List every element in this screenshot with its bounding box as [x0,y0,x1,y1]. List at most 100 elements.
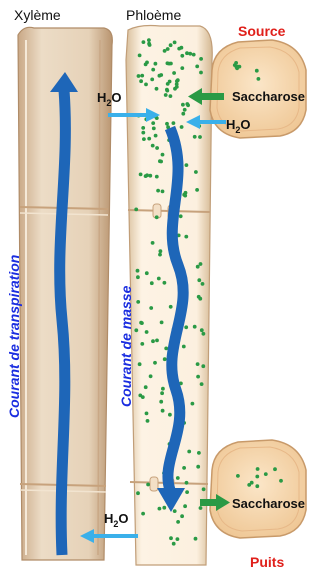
sucrose-dot [185,51,189,55]
sucrose-dot [273,467,277,471]
sucrose-dot [198,135,202,139]
sucrose-dot [161,409,165,413]
sucrose-dot [184,235,188,239]
sucrose-dot [138,362,142,366]
sucrose-dot [169,305,173,309]
sucrose-dot [195,65,199,69]
sucrose-dot [188,52,192,56]
sucrose-dot [264,472,268,476]
sucrose-dot [151,339,155,343]
sucrose-dot [180,66,184,70]
sucrose-dot [138,54,142,58]
sucrose-dot [151,121,155,125]
sucrose-dot [162,506,166,510]
water-label-sink: H2O [104,511,129,529]
sucrose-dot [155,215,159,219]
xylem-label: Xylème [14,7,61,23]
sucrose-dot [181,112,185,116]
sucrose-dot [134,208,138,212]
sucrose-dot [147,42,151,46]
sucrose-dot [194,170,198,174]
sucrose-dot [163,49,167,53]
source-label: Source [238,23,286,39]
sucrose-source-label: Saccharose [232,89,305,104]
sucrose-dot [151,241,155,245]
sucrose-dot [136,275,140,279]
sucrose-dot [182,466,186,470]
sucrose-dot [172,542,176,546]
sucrose-dot [255,69,259,73]
sucrose-dot [144,83,148,87]
sucrose-dot [236,474,240,478]
sucrose-dot [180,54,184,58]
sucrose-dot [140,74,144,78]
sucrose-dot [149,374,153,378]
sucrose-dot [175,85,179,89]
sucrose-dot [146,419,150,423]
sucrose-dot [197,451,201,455]
mass-flow-label: Courant de masse [118,285,134,407]
sucrose-dot [202,487,206,491]
sucrose-dot [180,514,184,518]
sucrose-dot [168,80,172,84]
sucrose-dot [193,325,197,329]
sucrose-dot [176,78,180,82]
sucrose-dot [150,78,154,82]
sucrose-dot [165,88,169,92]
sucrose-dot [161,190,165,194]
sucrose-dot [140,342,144,346]
sucrose-dot [154,134,158,138]
sucrose-dot [179,214,183,218]
sucrose-dot [155,339,159,343]
sucrose-dot [148,174,152,178]
sucrose-dot [169,94,173,98]
sucrose-dot [151,144,155,148]
sucrose-dot [168,413,172,417]
sucrose-dot [155,175,159,179]
sucrose-dot [177,47,181,51]
sucrose-dot [195,188,199,192]
sucrose-dot [141,512,145,516]
sucrose-dot [160,321,164,325]
sucrose-dot [139,79,143,83]
sucrose-dot [235,66,239,70]
sucrose-dot [142,137,146,141]
sucrose-dot [157,277,161,281]
sucrose-dot [159,400,163,404]
sucrose-dot [255,484,259,488]
sucrose-sink-label: Saccharose [232,496,305,511]
sucrose-dot [139,173,143,177]
sucrose-dot [141,131,145,135]
sucrose-dot [185,490,189,494]
sucrose-dot [191,402,195,406]
sucrose-dot [144,174,148,178]
sucrose-dot [184,325,188,329]
sucrose-dot [185,102,189,106]
sucrose-dot [199,506,203,510]
sucrose-dot [158,253,162,257]
sucrose-dot [234,61,238,65]
sucrose-dot [173,41,177,45]
sucrose-dot [201,364,205,368]
sucrose-dot [155,146,159,150]
sucrose-dot [158,507,162,511]
sucrose-dot [153,361,157,365]
sucrose-dot [185,481,189,485]
sucrose-dot [136,300,140,304]
sucrose-dot [164,93,168,97]
sucrose-dot [200,328,204,332]
sucrose-dot [200,382,204,386]
transpiration-arrow [60,90,66,555]
sucrose-dot [199,57,203,61]
sucrose-dot [182,345,186,349]
sucrose-dot [142,40,146,44]
sucrose-dot [145,271,149,275]
sucrose-dot [187,450,191,454]
sucrose-dot [172,121,176,125]
sucrose-dot [158,159,162,163]
transpiration-stream-label: Courant de transpiration [6,255,22,418]
sucrose-dot [196,375,200,379]
sucrose-dot [151,68,155,72]
sucrose-dot [202,332,206,336]
